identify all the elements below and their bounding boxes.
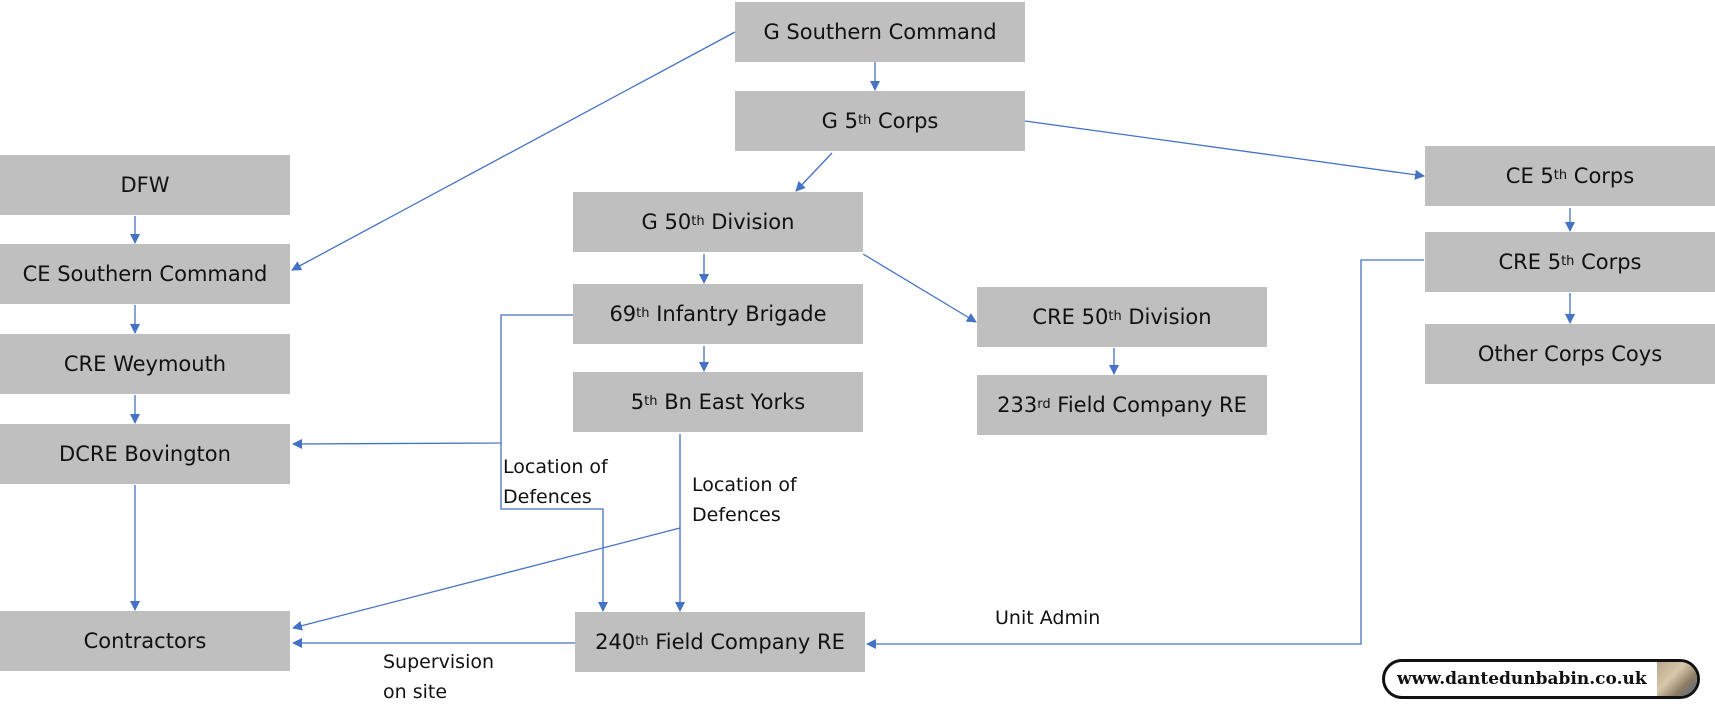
node-label: G 5 xyxy=(821,109,858,133)
edge-gsouth-cesouth xyxy=(291,31,736,271)
node-label: CE Southern Command xyxy=(22,262,268,286)
edge-inf69-fc240 xyxy=(500,443,608,612)
edge-label-line: Supervision xyxy=(383,651,495,673)
node-label: DCRE Bovington xyxy=(59,442,231,466)
edge-label-supervision-on-site: Supervision on site xyxy=(383,647,494,707)
node-dfw: DFW xyxy=(0,155,290,215)
node-dcre-bovington: DCRE Bovington xyxy=(0,424,290,484)
node-label: CE 5 xyxy=(1505,164,1554,188)
node-g-southern-command: G Southern Command xyxy=(735,2,1025,62)
node-label: 233 xyxy=(997,393,1038,417)
node-label: 240 xyxy=(595,630,636,654)
node-label-rest: Division xyxy=(1121,305,1212,329)
edge-label-line: Location of xyxy=(692,474,797,496)
node-label: 69 xyxy=(609,302,637,326)
node-label: CRE 50 xyxy=(1032,305,1109,329)
node-label: DFW xyxy=(120,173,170,197)
edge-g5-ce5 xyxy=(1024,120,1425,180)
node-label: Other Corps Coys xyxy=(1477,342,1663,366)
edge-label-location-of-defences-1: Location of Defences xyxy=(503,452,608,512)
pillbox-photo-icon xyxy=(1657,662,1697,696)
site-logo[interactable]: www.dantedunbabin.co.uk xyxy=(1382,659,1700,699)
node-label-rest: Corps xyxy=(871,109,939,133)
edge-g50-cre50 xyxy=(862,253,977,323)
edge-inf69-dcre xyxy=(292,314,573,449)
edge-g5-g50 xyxy=(795,152,833,192)
node-cre-weymouth: CRE Weymouth xyxy=(0,334,290,394)
node-other-corps-coys: Other Corps Coys xyxy=(1425,324,1715,384)
node-label-rest: Field Company RE xyxy=(1050,393,1247,417)
edge-label-line: Location of xyxy=(503,456,608,478)
node-label-rest: Corps xyxy=(1567,164,1635,188)
node-label-rest: Division xyxy=(704,210,795,234)
node-label-rest: Corps xyxy=(1574,250,1642,274)
node-contractors: Contractors xyxy=(0,611,290,671)
edge-label-line: on site xyxy=(383,681,448,703)
node-label: CRE Weymouth xyxy=(63,352,227,376)
node-label: G Southern Command xyxy=(763,20,997,44)
logo-url-text: www.dantedunbabin.co.uk xyxy=(1397,669,1647,689)
node-label-rest: Bn East Yorks xyxy=(657,390,806,414)
edge-label-line: Defences xyxy=(692,504,781,526)
node-label: 5 xyxy=(630,390,645,414)
node-label: CRE 5 xyxy=(1498,250,1562,274)
node-label-rest: Field Company RE xyxy=(648,630,845,654)
edge-label-line: Defences xyxy=(503,486,592,508)
edge-label-location-of-defences-2: Location of Defences xyxy=(692,470,797,530)
edge-label-unit-admin: Unit Admin xyxy=(995,607,1101,629)
node-ce-southern-command: CE Southern Command xyxy=(0,244,290,304)
node-label: Contractors xyxy=(83,629,207,653)
edge-cre5-fc240 xyxy=(866,259,1424,649)
edge-bn5-contractors xyxy=(292,527,681,631)
node-label: G 50 xyxy=(641,210,692,234)
node-label-rest: Infantry Brigade xyxy=(649,302,827,326)
